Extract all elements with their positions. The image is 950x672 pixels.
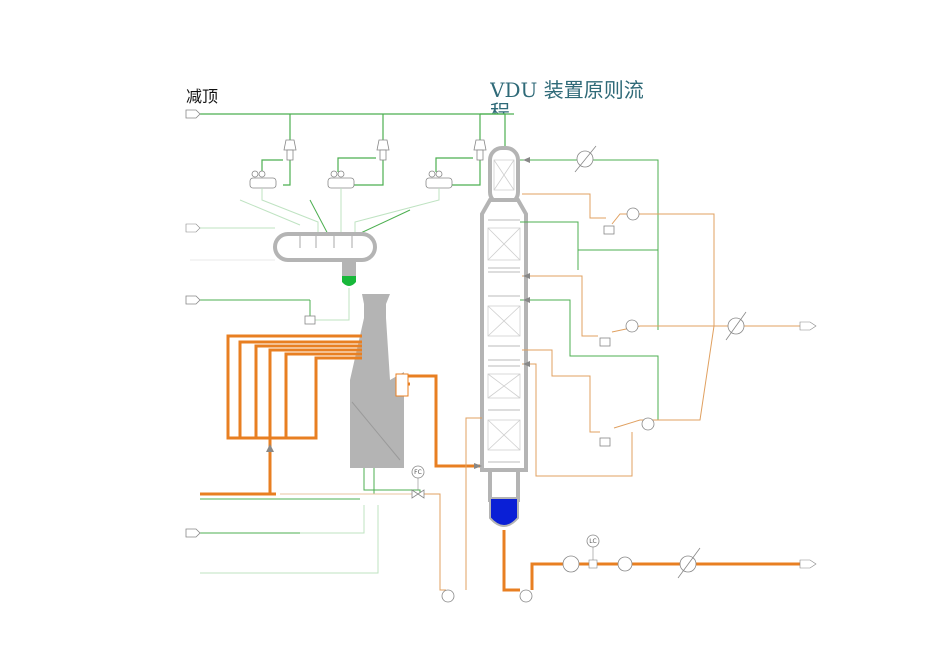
furnace-charge-pump xyxy=(441,589,455,603)
level-controller-lc: LC xyxy=(586,534,600,569)
residue-line xyxy=(502,530,800,592)
residue-equipment xyxy=(519,547,817,603)
top-pumparound xyxy=(520,159,715,330)
top-pumparound-cooler xyxy=(523,145,640,235)
vent-outlet-arrow xyxy=(185,109,201,119)
hotwell-drum xyxy=(273,232,377,286)
vacuum-header-lines xyxy=(200,113,514,186)
middle-pumparound-equipment xyxy=(599,311,817,347)
bottom-pumparound-equipment xyxy=(474,273,655,469)
bottom-pumparound xyxy=(465,349,660,590)
drum-outlet-lines xyxy=(186,227,350,321)
transfer-line xyxy=(396,374,482,468)
heating-furnace xyxy=(350,294,404,468)
steam-ejectors xyxy=(283,139,487,161)
vacuum-top-label: 减顶 xyxy=(186,87,219,106)
furnace-feed-lines xyxy=(200,334,362,496)
condensers xyxy=(249,170,453,189)
diagram-title-overflow: 程 xyxy=(490,102,510,114)
flow-controller-fc: FC xyxy=(411,465,425,499)
vacuum-column xyxy=(480,146,528,527)
lc-tag: LC xyxy=(589,538,597,545)
condensate-lines xyxy=(239,188,440,238)
fc-tag: FC xyxy=(414,469,422,476)
diagram-title: VDU 装置原则流 xyxy=(490,78,644,102)
middle-pumparound xyxy=(520,250,800,421)
